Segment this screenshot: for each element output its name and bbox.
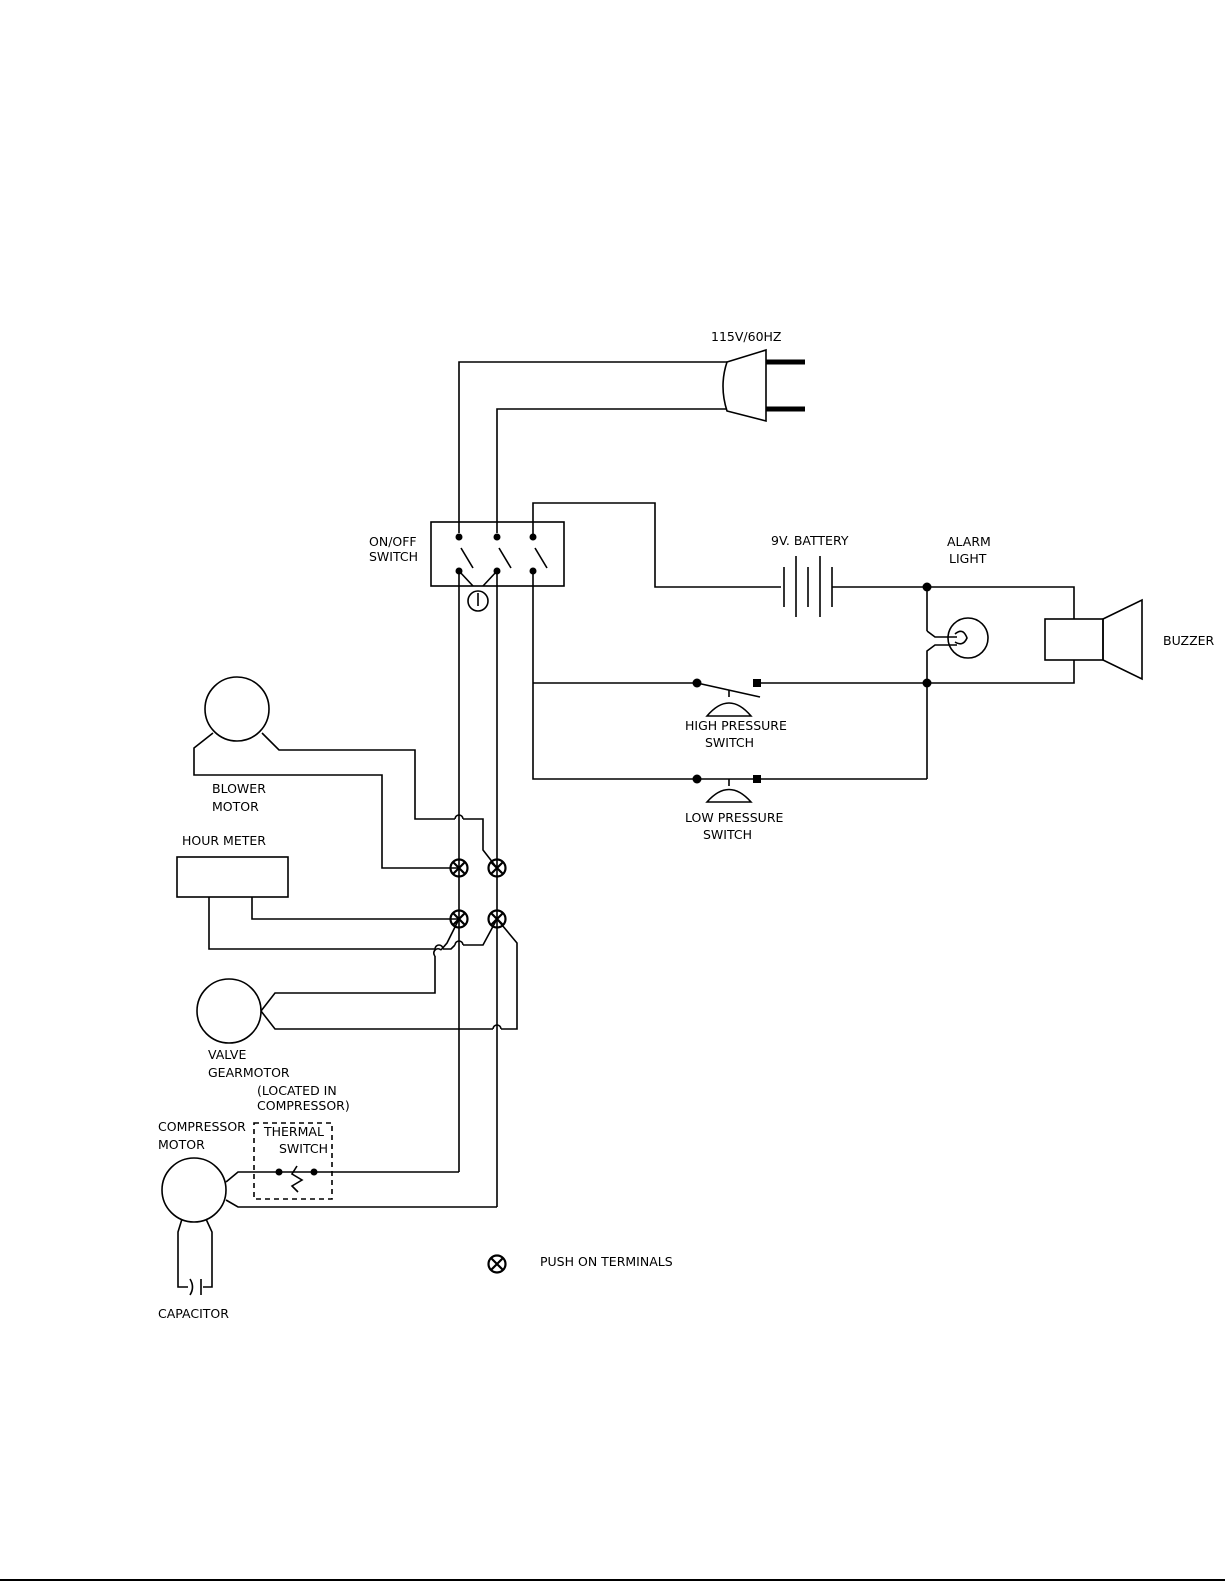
thermal-switch: THERMAL SWITCH bbox=[254, 1123, 332, 1199]
switch-gang-link bbox=[459, 571, 497, 586]
thermal-label-2: SWITCH bbox=[279, 1141, 328, 1156]
compressor-label-2: MOTOR bbox=[158, 1137, 205, 1152]
hour-meter: HOUR METER bbox=[177, 833, 288, 897]
high-pressure-switch: HIGH PRESSURE SWITCH bbox=[685, 679, 787, 751]
buzzer-label: BUZZER bbox=[1163, 633, 1215, 648]
hp-label-2: SWITCH bbox=[705, 735, 754, 750]
legend-label: PUSH ON TERMINALS bbox=[540, 1254, 673, 1269]
compressor-wire-2 bbox=[226, 1200, 497, 1207]
buzzer-horn bbox=[1103, 600, 1142, 679]
compressor-wire-1 bbox=[226, 1172, 279, 1182]
switch-contact bbox=[456, 534, 463, 541]
alarm-lamp-icon bbox=[948, 618, 988, 658]
motor-icon bbox=[205, 677, 269, 741]
hp-dome bbox=[707, 703, 751, 716]
lp-label-2: SWITCH bbox=[703, 827, 752, 842]
alarm-lamp-lead bbox=[927, 631, 957, 637]
switch-blade bbox=[535, 548, 547, 568]
blower-motor: BLOWER MOTOR bbox=[205, 677, 269, 814]
on-off-switch: ON/OFF SWITCH bbox=[369, 522, 564, 611]
alarm-light-label-2: LIGHT bbox=[949, 551, 987, 566]
buzzer: BUZZER bbox=[1045, 600, 1215, 679]
footer-rule bbox=[0, 1579, 1225, 1581]
wire-crossover bbox=[434, 949, 441, 956]
buzzer-wire-top bbox=[927, 587, 1074, 619]
capacitor: CAPACITOR bbox=[158, 1219, 229, 1321]
lp-label-1: LOW PRESSURE bbox=[685, 810, 784, 825]
capacitor-lead-1 bbox=[178, 1219, 188, 1287]
valve-label-2: GEARMOTOR bbox=[208, 1065, 290, 1080]
valve-wire-1 bbox=[261, 956, 435, 1011]
hp-contact bbox=[753, 679, 761, 687]
switch-label-1: ON/OFF bbox=[369, 534, 417, 549]
located-label-2: COMPRESSOR) bbox=[257, 1098, 350, 1113]
motor-icon bbox=[197, 979, 261, 1043]
battery-label: 9V. BATTERY bbox=[771, 533, 849, 548]
lp-dome bbox=[707, 790, 751, 803]
buzzer-wire-bottom bbox=[927, 660, 1074, 683]
buzzer-speaker-icon bbox=[1045, 619, 1103, 660]
capacitor-lead-2 bbox=[203, 1219, 212, 1287]
alarm-light: ALARM LIGHT bbox=[923, 534, 991, 688]
hp-label-1: HIGH PRESSURE bbox=[685, 718, 787, 733]
located-label-1: (LOCATED IN bbox=[257, 1083, 337, 1098]
power-label: 115V/60HZ bbox=[711, 329, 782, 344]
valve-wire-1b bbox=[441, 919, 459, 950]
blower-label-2: MOTOR bbox=[212, 799, 259, 814]
blower-wire-2 bbox=[262, 733, 455, 819]
hour-meter-wire-1 bbox=[252, 897, 459, 919]
switch-label-2: SWITCH bbox=[369, 549, 418, 564]
cord-wire-1 bbox=[459, 362, 727, 533]
blower-label-1: BLOWER bbox=[212, 781, 266, 796]
valve-wire-2b bbox=[497, 919, 517, 1029]
hour-meter-label: HOUR METER bbox=[182, 833, 266, 848]
valve-label-1: VALVE bbox=[208, 1047, 246, 1062]
motor-icon bbox=[162, 1158, 226, 1222]
thermal-label-1: THERMAL bbox=[263, 1124, 324, 1139]
push-on-terminal-icon bbox=[489, 1256, 506, 1273]
switch-blade bbox=[499, 548, 511, 568]
power-plug-icon bbox=[723, 350, 766, 421]
switch-to-pressure bbox=[533, 571, 697, 779]
switch-contact bbox=[494, 534, 501, 541]
switch-top-to-battery bbox=[533, 503, 781, 587]
compressor-label-1: COMPRESSOR bbox=[158, 1119, 246, 1134]
power-plug: 115V/60HZ bbox=[711, 329, 805, 421]
hour-meter-wire-2 bbox=[209, 897, 435, 949]
thermal-element bbox=[292, 1166, 302, 1192]
low-pressure-switch: LOW PRESSURE SWITCH bbox=[685, 775, 784, 843]
battery: 9V. BATTERY bbox=[771, 533, 849, 617]
switch-blade bbox=[461, 548, 473, 568]
cord-wire-2 bbox=[497, 409, 727, 533]
capacitor-icon bbox=[190, 1279, 193, 1295]
hour-meter-body bbox=[177, 857, 288, 897]
alarm-light-label-1: ALARM bbox=[947, 534, 991, 549]
legend: PUSH ON TERMINALS bbox=[489, 1254, 673, 1273]
capacitor-label: CAPACITOR bbox=[158, 1306, 229, 1321]
